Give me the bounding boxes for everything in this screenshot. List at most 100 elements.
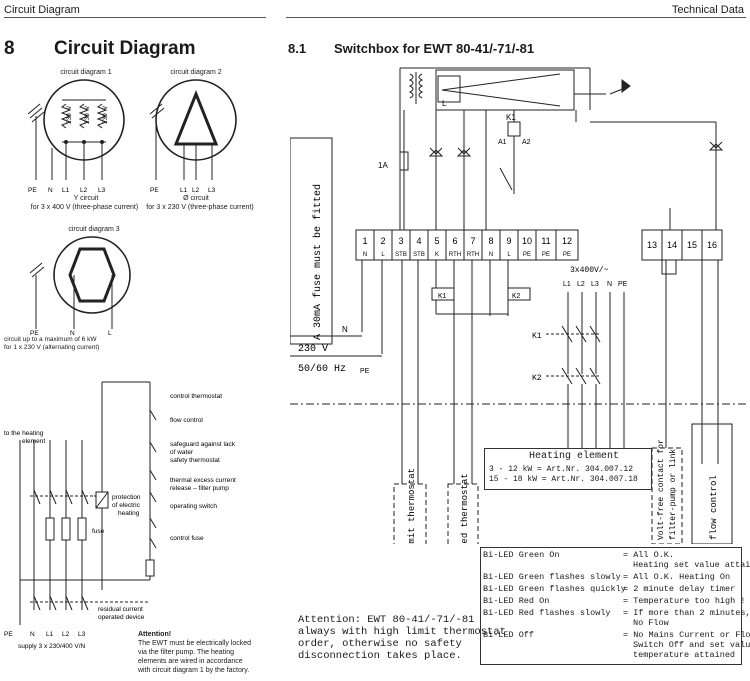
- led-row-4-state: Bi-LED Red On: [483, 596, 550, 606]
- header-rule-right: [286, 17, 746, 18]
- k1-a2: A2: [522, 139, 531, 146]
- terminal-16-num: 16: [707, 240, 717, 250]
- item-residual-2: operated device: [98, 614, 145, 621]
- led-row-2-state: Bi-LED Green flashes slowly: [483, 572, 621, 582]
- attention-right: Attention: EWT 80-41/-71/-81 always with…: [298, 614, 506, 662]
- terminal-15-num: 15: [687, 240, 697, 250]
- wire-term-l3: L3: [78, 631, 86, 638]
- wire-term-n: N: [30, 631, 35, 638]
- hz-label: 50/60 Hz: [298, 363, 346, 375]
- d3-title: circuit diagram 3: [68, 226, 120, 233]
- to-heating-2: element: [22, 438, 45, 445]
- terminal-10-sub: PE: [523, 252, 531, 258]
- d1-voltage-1: 230 V: [66, 106, 73, 124]
- d1-title: circuit diagram 1: [60, 69, 112, 76]
- item-thermal-1: thermal excess current: [170, 477, 236, 484]
- subsection-number: 8.1: [288, 41, 307, 56]
- k1-a1: A1: [498, 139, 507, 146]
- fuse-note: A 30mA fuse must be fitted: [312, 184, 324, 340]
- k2-coil-label: K2: [512, 293, 520, 301]
- d2-name: Ø circuit: [183, 195, 209, 202]
- heating-element-title: Heating element: [529, 451, 620, 462]
- switchbox-schematic: 1 2 3 4 5 6 7 8 9 10 11 12 13 14 15 16 N…: [290, 67, 748, 544]
- attention-left-title: Attention!: [138, 631, 172, 638]
- flow-control-label: flow control: [709, 475, 719, 540]
- attention-left-1: The EWT must be electrically locked: [138, 640, 252, 647]
- terminal-8-sub: N: [489, 252, 493, 258]
- k1-contact-label: K1: [532, 332, 542, 341]
- terminal-9-sub: L: [507, 252, 511, 258]
- attention-right-1: Attention: EWT 80-41/-71/-81: [298, 614, 475, 626]
- protection-1: protection: [112, 494, 141, 501]
- ext-reg-label: External regulated thermostat: [460, 473, 470, 544]
- v230-label: 230 V: [298, 344, 328, 355]
- d2-term-pe: PE: [150, 187, 159, 194]
- terminal-4-num: 4: [416, 236, 421, 246]
- phase-l2: L2: [577, 281, 585, 288]
- item-thermal-2: release – filter pump: [170, 485, 229, 492]
- phase-pe: PE: [618, 281, 628, 288]
- led-row-1-meaning-2: Heating set value attained: [633, 560, 750, 570]
- d1-term-l1: L1: [62, 187, 70, 194]
- terminal-5-num: 5: [434, 236, 439, 246]
- item-control-thermostat: control thermostat: [170, 393, 222, 400]
- led-status-table: Bi-LED Green On = All O.K. Heating set v…: [480, 547, 750, 665]
- terminal-8-num: 8: [488, 236, 493, 246]
- attention-right-2: always with high limit thermostat: [298, 626, 506, 638]
- item-safeguard-2: of water: [170, 449, 194, 456]
- led-row-4-meaning: = Temperature too high !: [623, 596, 746, 606]
- terminal-7-num: 7: [470, 236, 475, 246]
- to-heating-1: to the heating: [4, 430, 44, 437]
- led-row-6-state: Bi-LED Off: [483, 630, 535, 640]
- terminal-2-num: 2: [380, 236, 385, 246]
- led-row-3-state: Bi-LED Green flashes quickly: [483, 584, 626, 594]
- k1-relay-label: K1: [506, 113, 516, 122]
- terminal-2-sub: L: [381, 252, 385, 258]
- led-row-3-meaning: = 2 minute delay timer: [623, 584, 736, 594]
- terminal-5-sub: K: [435, 252, 439, 258]
- d2-term-l2: L2: [192, 187, 200, 194]
- attention-right-4: disconnection takes place.: [298, 650, 462, 662]
- circuit-diagrams-1-2: 230 V 230 V 230 V PE N L1 L2 L3 PE L1 L2…: [27, 79, 237, 194]
- terminal-12-num: 12: [562, 236, 572, 246]
- ext-high-label: External High limit thermostat: [407, 468, 417, 544]
- terminal-9-num: 9: [506, 236, 511, 246]
- d2-title: circuit diagram 2: [170, 69, 222, 76]
- section-title: Circuit Diagram: [54, 38, 196, 59]
- led-row-1-meaning: = All O.K.: [623, 550, 675, 560]
- attention-left-3: elements are wired in accordance: [138, 658, 243, 665]
- terminal-13-num: 13: [647, 240, 657, 250]
- heating-element-row-2: 15 - 18 kW = Art.Nr. 304.007.18: [489, 475, 638, 484]
- fuse-label: fuse: [92, 528, 105, 535]
- d1-term-n: N: [48, 187, 53, 194]
- terminal-3-num: 3: [398, 236, 403, 246]
- header-left: Circuit Diagram: [4, 4, 80, 16]
- d2-term-l1: L1: [180, 187, 188, 194]
- item-control-fuse: control fuse: [170, 535, 204, 542]
- header-right: Technical Data: [671, 4, 744, 16]
- item-safeguard-1: safeguard against lack: [170, 441, 236, 448]
- terminal-7-sub: RTH: [467, 252, 479, 258]
- protection-2: of electric: [112, 502, 141, 509]
- d2-caption: for 3 x 230 V (three-phase current): [146, 204, 254, 211]
- led-row-2-meaning: = All O.K. Heating On: [623, 572, 731, 582]
- phase-l3: L3: [591, 281, 599, 288]
- wire-term-l1: L1: [46, 631, 54, 638]
- terminal-12-sub: PE: [563, 252, 571, 258]
- led-row-5-meaning-2: No Flow: [633, 618, 669, 628]
- terminal-3-sub: STB: [395, 252, 407, 258]
- header-rule-left: [4, 17, 266, 18]
- item-operating-switch: operating switch: [170, 503, 217, 510]
- circuit-diagram-2-drawing: [149, 79, 237, 180]
- d3-caption-2: for 1 x 230 V (alternating current): [4, 344, 100, 351]
- led-row-6-meaning-3: temperature attained: [633, 650, 736, 660]
- terminal-14-num: 14: [667, 240, 677, 250]
- section-number: 8: [4, 38, 15, 59]
- d2-term-l3: L3: [208, 187, 216, 194]
- terminal-11-num: 11: [541, 236, 550, 246]
- terminal-11-sub: PE: [542, 252, 550, 258]
- circuit-diagram-1-drawing: [27, 79, 125, 180]
- n-label: N: [342, 325, 348, 334]
- d1-name: Y circuit: [73, 195, 99, 202]
- attention-left-4: with circuit diagram 1 by the factory.: [138, 667, 250, 674]
